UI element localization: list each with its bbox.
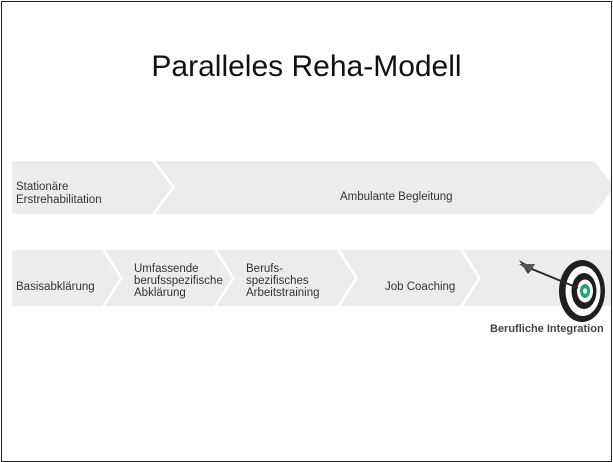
label-ambulante-begleitung: Ambulante Begleitung <box>340 191 453 203</box>
chevron-job-coaching <box>340 250 478 306</box>
label-berufliche-integration: Berufliche Integration <box>490 323 604 335</box>
label-job-coaching: Job Coaching <box>385 281 456 293</box>
label-umfassende-3: Abklärung <box>134 287 186 299</box>
dart-target-icon <box>519 260 605 322</box>
chevron-stationaere-erstrehabilitation <box>12 161 172 214</box>
label-umfassende-1: Umfassende <box>134 263 199 275</box>
label-umfassende-2: berufsspezifische <box>134 275 223 287</box>
chevron-arbeitstraining <box>217 250 355 306</box>
label-basisabklaerung: Basisabklärung <box>16 281 95 293</box>
label-berufs-1: Berufs- <box>246 263 284 275</box>
label-stationaere-2: Erstrehabilitation <box>16 194 102 206</box>
slide-title: Paralleles Reha-Modell <box>151 50 462 83</box>
label-stationaere-1: Stationäre <box>16 181 69 193</box>
label-berufs-2: spezifisches <box>246 275 309 287</box>
chevron-ambulante-begleitung <box>155 161 611 214</box>
label-berufs-3: Arbeitstraining <box>246 287 320 299</box>
chevron-basisabklaerung <box>12 250 120 306</box>
chevron-berufsspezifische-abklaerung <box>105 250 232 306</box>
